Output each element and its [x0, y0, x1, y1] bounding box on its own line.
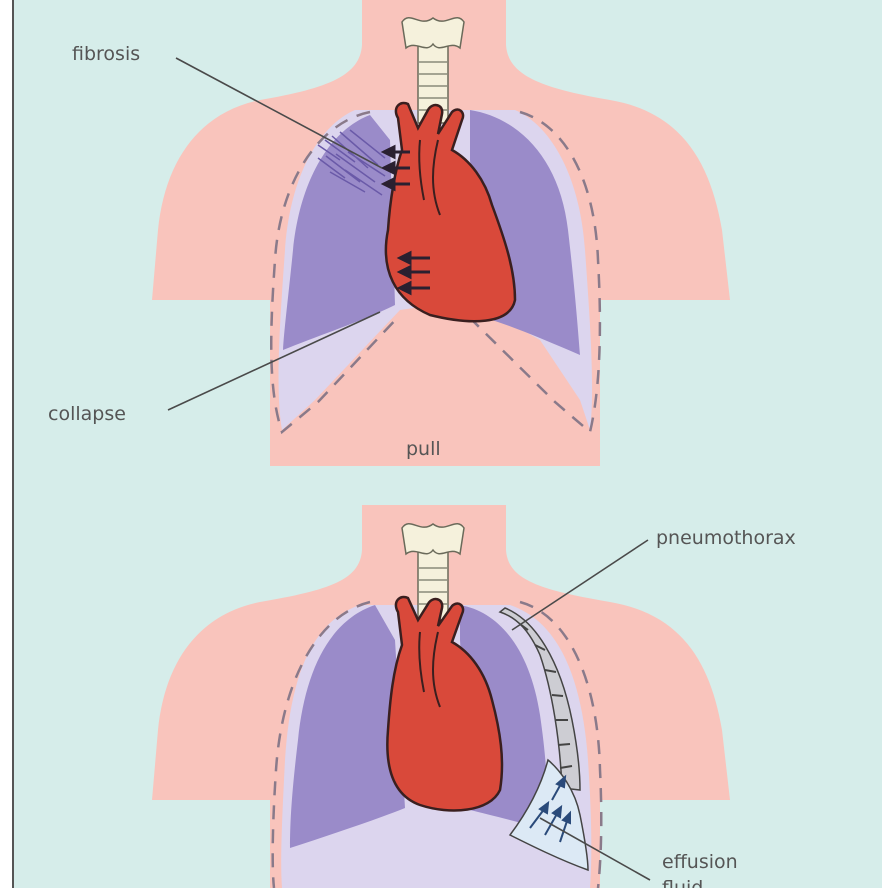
- pneumothorax-label: pneumothorax: [656, 527, 796, 549]
- fibrosis-label: fibrosis: [72, 43, 140, 65]
- collapse-label: collapse: [48, 403, 126, 425]
- pull-label: pull: [406, 438, 441, 460]
- effusion-label: effusion: [662, 851, 738, 873]
- fluid-label: fluid: [662, 877, 703, 888]
